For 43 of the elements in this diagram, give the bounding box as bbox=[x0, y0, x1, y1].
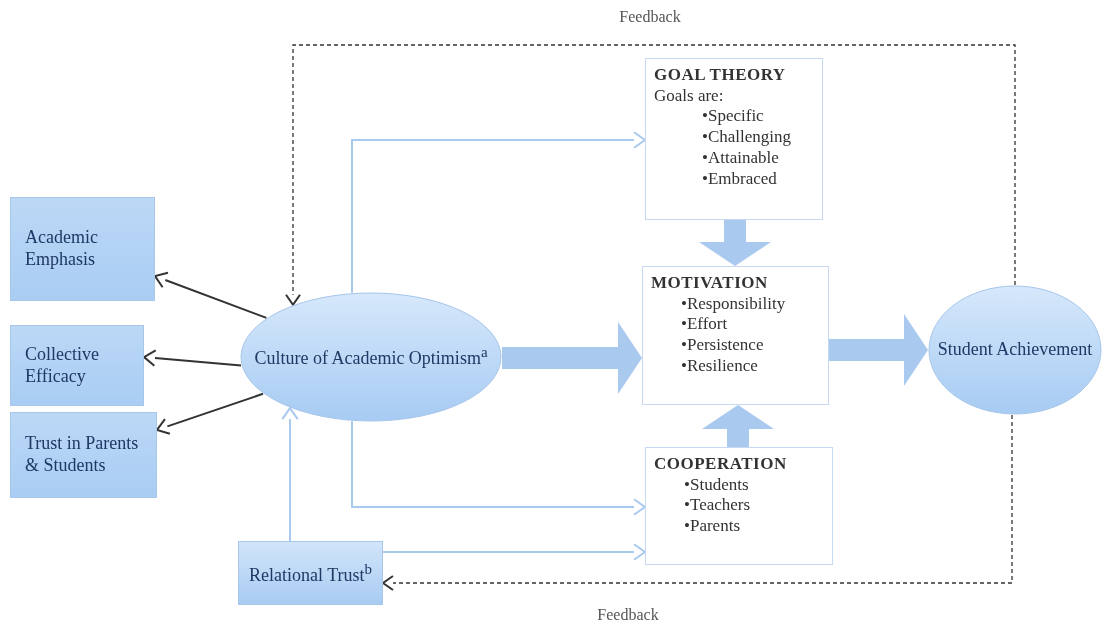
box-heading: MOTIVATION bbox=[651, 273, 769, 294]
arrow bbox=[156, 392, 264, 435]
arrow bbox=[351, 131, 646, 294]
concept-box bbox=[642, 266, 829, 405]
bullet-item: •Teachers bbox=[683, 495, 752, 517]
block-arrow bbox=[829, 314, 928, 386]
concept-box bbox=[238, 541, 383, 605]
bullet-item: •Resilience bbox=[680, 355, 759, 377]
feedback-arrow bbox=[285, 44, 1016, 306]
box-text: Trust in Parents & Students bbox=[25, 433, 140, 477]
box-heading: COOPERATION bbox=[654, 454, 788, 475]
bullet-item: •Students bbox=[683, 474, 750, 496]
bullet-item: •Attainable bbox=[701, 147, 780, 169]
concept-ellipse bbox=[240, 292, 502, 422]
concept-ellipse bbox=[928, 285, 1102, 415]
concept-box bbox=[10, 325, 144, 406]
concept-box bbox=[645, 58, 823, 220]
arrow bbox=[154, 271, 268, 319]
feedback-arrow bbox=[382, 414, 1013, 591]
bullet-item: •Responsibility bbox=[680, 293, 787, 315]
box-text: Culture of Academic Optimism$^{a}$ bbox=[254, 343, 488, 371]
block-arrow bbox=[702, 405, 774, 447]
box-heading: GOAL THEORY bbox=[654, 65, 787, 86]
concept-box bbox=[10, 197, 155, 301]
box-text: Collective Efficacy bbox=[25, 343, 100, 388]
bullet-item: •Persistence bbox=[680, 335, 765, 356]
bullet-item: •Specific bbox=[701, 106, 765, 128]
concept-box bbox=[645, 447, 833, 565]
box-text: Student Achievement bbox=[937, 338, 1093, 362]
block-arrow bbox=[699, 220, 771, 266]
bullet-item: •Effort bbox=[680, 314, 729, 336]
bullet-item: •Embraced bbox=[701, 168, 778, 190]
arrow bbox=[351, 420, 646, 516]
bullet-item: •Parents bbox=[683, 516, 741, 537]
box-text: Goals are: bbox=[654, 85, 725, 107]
block-arrow bbox=[502, 322, 642, 394]
box-text: Academic Emphasis bbox=[25, 227, 99, 271]
arrow bbox=[382, 543, 646, 561]
bullet-item: •Challenging bbox=[701, 127, 793, 148]
concept-box bbox=[10, 412, 157, 498]
arrow bbox=[143, 349, 243, 367]
box-text: Relational Trust$^{b}$ bbox=[249, 560, 372, 586]
arrow bbox=[281, 407, 299, 542]
